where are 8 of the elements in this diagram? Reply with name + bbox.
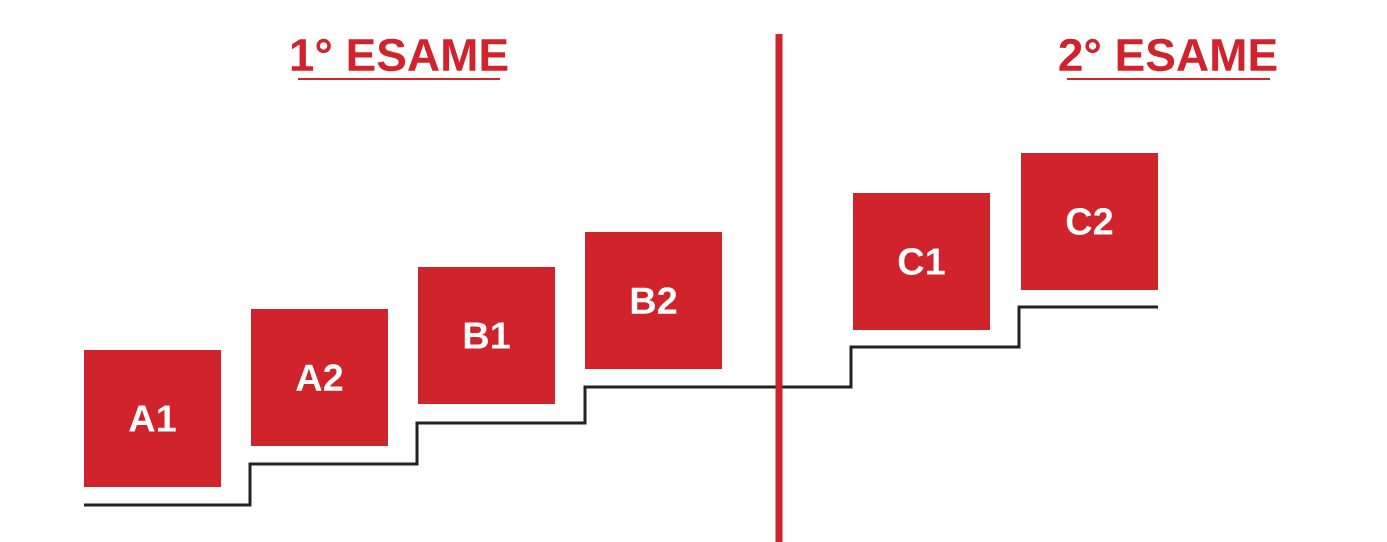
step-box: A2 xyxy=(251,309,388,446)
step-box: A1 xyxy=(84,350,221,487)
step-box: B1 xyxy=(418,267,555,404)
section-heading: 1° ESAME xyxy=(291,38,508,80)
step-box: C2 xyxy=(1021,153,1158,290)
step-box: B2 xyxy=(585,232,722,369)
section-heading: 2° ESAME xyxy=(1059,38,1277,80)
step-box: C1 xyxy=(853,193,990,330)
